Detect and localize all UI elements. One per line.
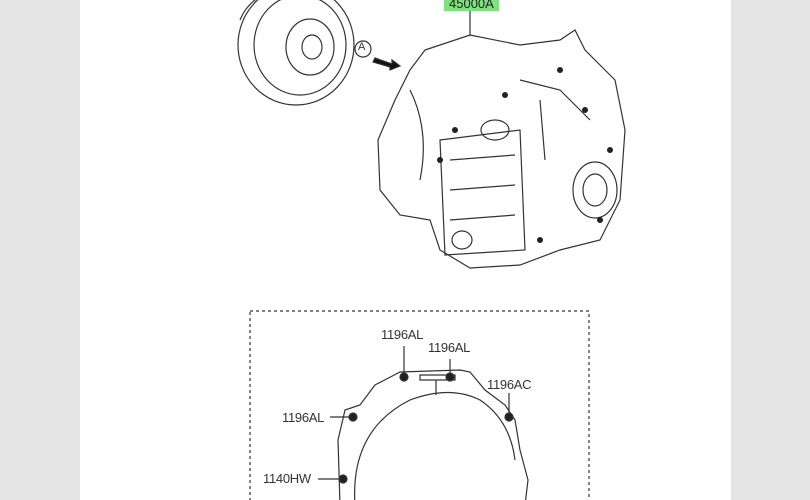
- callout-label[interactable]: 1196AC: [487, 377, 532, 392]
- detail-box: [249, 310, 590, 500]
- callout-label[interactable]: 1196AL: [381, 327, 424, 342]
- callout-label[interactable]: 1196AL: [282, 410, 325, 425]
- torque-converter: [237, 0, 355, 106]
- arrow-icon: [372, 57, 402, 71]
- adapter-plate: [318, 346, 529, 500]
- callout-label[interactable]: 1196AL: [428, 340, 471, 355]
- transmission-assembly: [377, 10, 626, 269]
- view-marker-circle: [354, 40, 372, 58]
- callout-label[interactable]: 1140HW: [263, 471, 311, 486]
- diagram-sheet: [80, 0, 731, 500]
- view-marker-label: A: [358, 41, 366, 53]
- part-label-45000a[interactable]: 45000A: [444, 0, 499, 11]
